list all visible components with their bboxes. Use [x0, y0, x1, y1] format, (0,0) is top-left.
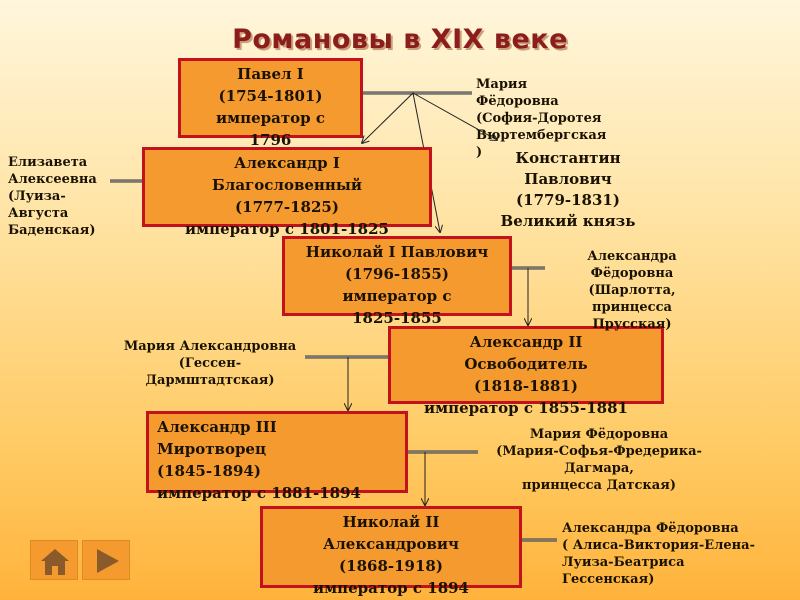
- spouse-line: Мария Александровна: [123, 339, 297, 354]
- ruler-line: (1796-1855): [345, 265, 449, 283]
- spouse-line: Прусская): [592, 317, 672, 332]
- spouse-line: Гессенская): [562, 572, 655, 587]
- ruler-line: (1777-1825): [235, 198, 339, 216]
- ruler-box-alexander-ii: Александр II Освободитель (1818-1881) им…: [388, 326, 664, 417]
- ruler-line: Александр III: [157, 418, 277, 436]
- ruler-line: Александрович: [322, 535, 460, 553]
- konstantin-line: Павлович: [524, 170, 612, 188]
- spouse-line: (Мария-Софья-Фредерика-: [496, 444, 702, 459]
- konstantin-line: (1779-1831): [516, 191, 620, 209]
- ruler-line: Николай II: [342, 513, 440, 531]
- spouse-line: Елизавета: [8, 155, 88, 170]
- spouse-line: Августа: [8, 206, 69, 221]
- konstantin-pavlovich: Константин Павлович (1779-1831) Великий …: [490, 148, 646, 232]
- spouse-aleksandra-fedorovna-2: Александра Фёдоровна ( Алиса-Виктория-Ел…: [562, 520, 755, 588]
- spouse-line: Мария Фёдоровна: [529, 427, 669, 442]
- spouse-line: (Луиза-: [8, 189, 66, 204]
- spouse-maria-fedorovna-1: Мария Фёдоровна (София-Доротея Вюртембер…: [476, 76, 606, 161]
- spouse-maria-aleksandrovna: Мария Александровна (Гессен- Дармштадтск…: [110, 338, 310, 389]
- home-button[interactable]: [30, 540, 78, 580]
- spouse-maria-fedorovna-2: Мария Фёдоровна (Мария-Софья-Фредерика- …: [474, 426, 724, 494]
- spouse-line: Фёдоровна: [476, 94, 559, 109]
- spouse-line: Вюртембергская: [476, 128, 607, 143]
- spouse-line: ( Алиса-Виктория-Елена-: [562, 538, 755, 553]
- ruler-line: император с 1855-1881: [424, 399, 628, 417]
- spouse-line: (Гессен-: [178, 356, 242, 371]
- spouse-line: Дагмара,: [564, 461, 634, 476]
- spouse-line: Мария: [476, 77, 528, 92]
- spouse-line: (София-Доротея: [476, 111, 602, 126]
- ruler-line: император с 1894: [313, 579, 469, 597]
- ruler-line: (1845-1894): [157, 462, 261, 480]
- slide-title: Романовы в XIX веке: [232, 24, 568, 55]
- ruler-line: (1818-1881): [474, 377, 578, 395]
- ruler-line: император с: [342, 287, 452, 305]
- ruler-line: (1868-1918): [339, 557, 443, 575]
- ruler-line: Александр II: [469, 333, 583, 351]
- ruler-box-nikolai-i: Николай I Павлович (1796-1855) император…: [282, 236, 512, 327]
- spouse-line: ): [476, 145, 483, 160]
- spouse-line: Дармштадтская): [145, 373, 275, 388]
- ruler-line: (1754-1801): [218, 87, 323, 105]
- ruler-line: император с: [215, 109, 326, 127]
- ruler-line: император с 1881-1894: [157, 484, 361, 502]
- spouse-line: Александра: [587, 249, 677, 264]
- ruler-box-pavel-i: Павел I (1754-1801) император с 1796: [178, 58, 363, 149]
- spouse-line: (Шарлотта,: [588, 283, 676, 298]
- spouse-elizaveta-alekseevna: Елизавета Алексеевна (Луиза- Августа Бад…: [8, 154, 97, 239]
- spouse-line: Баденская): [8, 223, 96, 238]
- ruler-line: Николай I Павлович: [305, 243, 489, 261]
- next-slide-button[interactable]: [82, 540, 130, 580]
- spouse-line: Фёдоровна: [590, 266, 674, 281]
- ruler-line: Александр I: [234, 154, 340, 172]
- ruler-line: Павел I: [237, 65, 304, 83]
- konstantin-line: Константин: [515, 149, 621, 167]
- ruler-line: Миротворец: [157, 440, 267, 458]
- play-arrow-icon: [97, 549, 119, 573]
- home-icon: [41, 549, 69, 575]
- ruler-line: Освободитель: [464, 355, 588, 373]
- spouse-line: принцесса Датская): [522, 478, 676, 493]
- spouse-line: Алексеевна: [8, 172, 97, 187]
- ruler-box-alexander-iii: Александр III Миротворец (1845-1894) имп…: [146, 411, 408, 502]
- konstantin-line: Великий князь: [500, 212, 636, 230]
- spouse-line: Луиза-Беатриса: [562, 555, 685, 570]
- ruler-box-alexander-i: Александр I Благословенный (1777-1825) и…: [142, 147, 432, 238]
- ruler-line: 1796: [249, 131, 292, 149]
- ruler-box-nikolai-ii: Николай II Александрович (1868-1918) имп…: [260, 506, 522, 597]
- spouse-line: Александра Фёдоровна: [562, 521, 739, 536]
- spouse-line: принцесса: [592, 300, 672, 315]
- ruler-line: 1825-1855: [352, 309, 442, 327]
- ruler-line: Благословенный: [211, 176, 363, 194]
- ruler-line: император с 1801-1825: [185, 220, 389, 238]
- spouse-aleksandra-fedorovna-1: Александра Фёдоровна (Шарлотта, принцесс…: [576, 248, 688, 333]
